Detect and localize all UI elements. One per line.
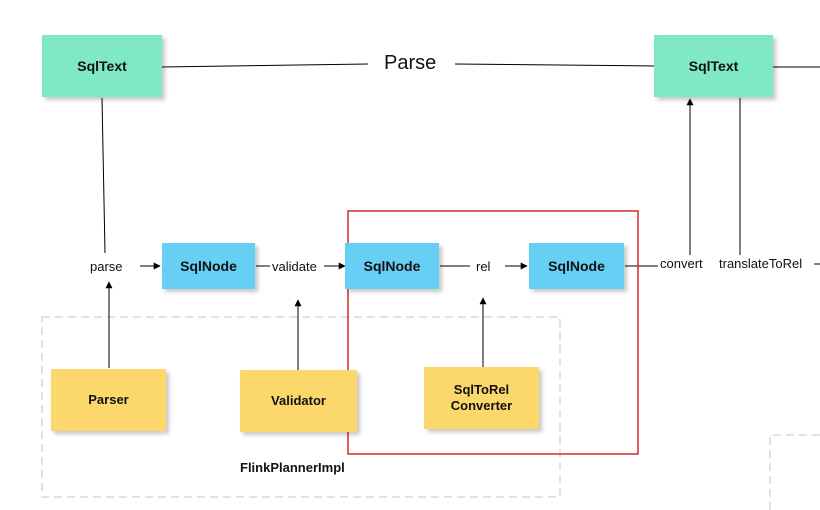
sqltext-node-left: SqlText [42,35,162,97]
validator-component: Validator [240,370,357,432]
flinkplannerimpl-group-border [41,316,561,498]
sqltext-node-right: SqlText [654,35,773,97]
sqlnode-box-2-label: SqlNode [363,258,421,274]
sqltext-node-left-label: SqlText [77,58,127,74]
sqlnode-box-1: SqlNode [162,243,255,289]
validator-component-label: Validator [271,393,326,408]
top-edge-left [161,63,369,68]
sqlnode-box-2: SqlNode [345,243,439,289]
sqlnode-box-1-label: SqlNode [180,258,237,274]
validate-step-label: validate [272,259,317,274]
parser-component: Parser [51,369,166,431]
partial-group-border [769,434,820,510]
sqlnode-box-3: SqlNode [529,243,624,289]
top-edge-right [454,63,656,67]
sqltext-node-right-label: SqlText [688,58,739,74]
parser-component-label: Parser [88,392,129,407]
sqltorelconverter-component-label: SqlToRel Converter [450,382,513,413]
rel-step-label: rel [476,259,491,274]
sqltorelconverter-component: SqlToRel Converter [424,367,539,429]
sqlnode-box-3-label: SqlNode [548,258,605,274]
parse-step-label: parse [90,259,123,274]
highlight-box [347,210,639,455]
convert-step-label: convert [660,256,703,271]
translate-step-label: translateToRel [719,256,803,271]
flinkplannerimpl-label: FlinkPlannerImpl [240,460,345,475]
sqltext-to-parse-line [101,97,106,254]
parse-edge-label: Parse [384,52,437,74]
